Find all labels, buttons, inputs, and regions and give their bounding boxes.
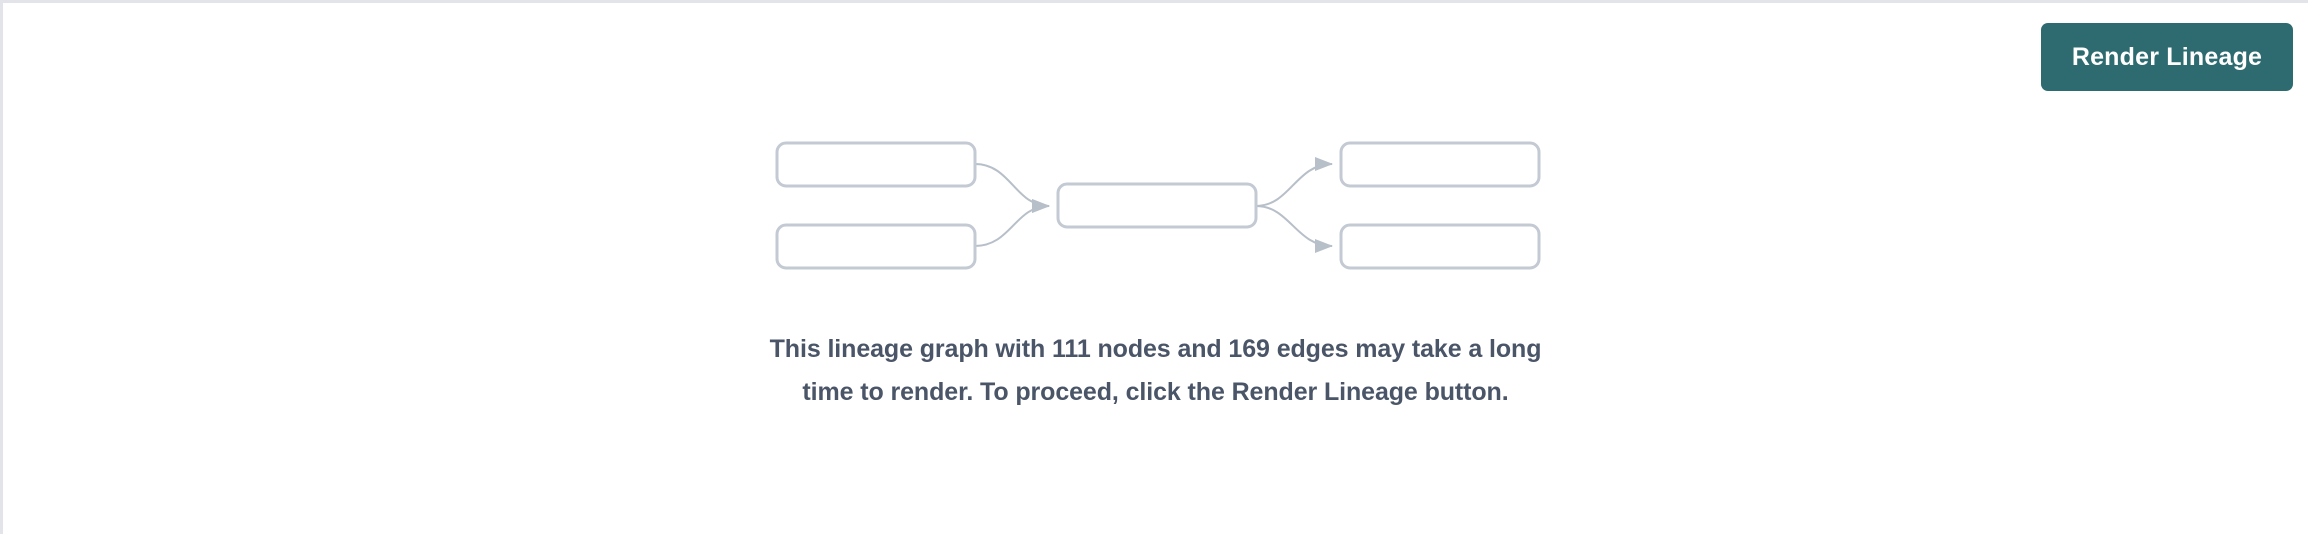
render-lineage-button[interactable]: Render Lineage	[2041, 23, 2293, 91]
lineage-warning-message: This lineage graph with 111 nodes and 16…	[769, 335, 1542, 406]
lineage-edge-upstream-2-to-center	[974, 199, 1050, 247]
lineage-edge-upstream-1-to-center	[974, 163, 1050, 213]
lineage-node-downstream-1	[1339, 141, 1541, 188]
lineage-edge-center-to-downstream-1	[1255, 157, 1333, 207]
lineage-edge-center-to-downstream-2	[1255, 205, 1333, 253]
lineage-node-upstream-2	[775, 223, 977, 270]
lineage-skeleton-svg	[775, 141, 1541, 270]
lineage-node-center	[1056, 182, 1258, 229]
lineage-node-downstream-2	[1339, 223, 1541, 270]
lineage-node-upstream-1	[775, 141, 977, 188]
lineage-graph-placeholder	[3, 3, 2308, 534]
